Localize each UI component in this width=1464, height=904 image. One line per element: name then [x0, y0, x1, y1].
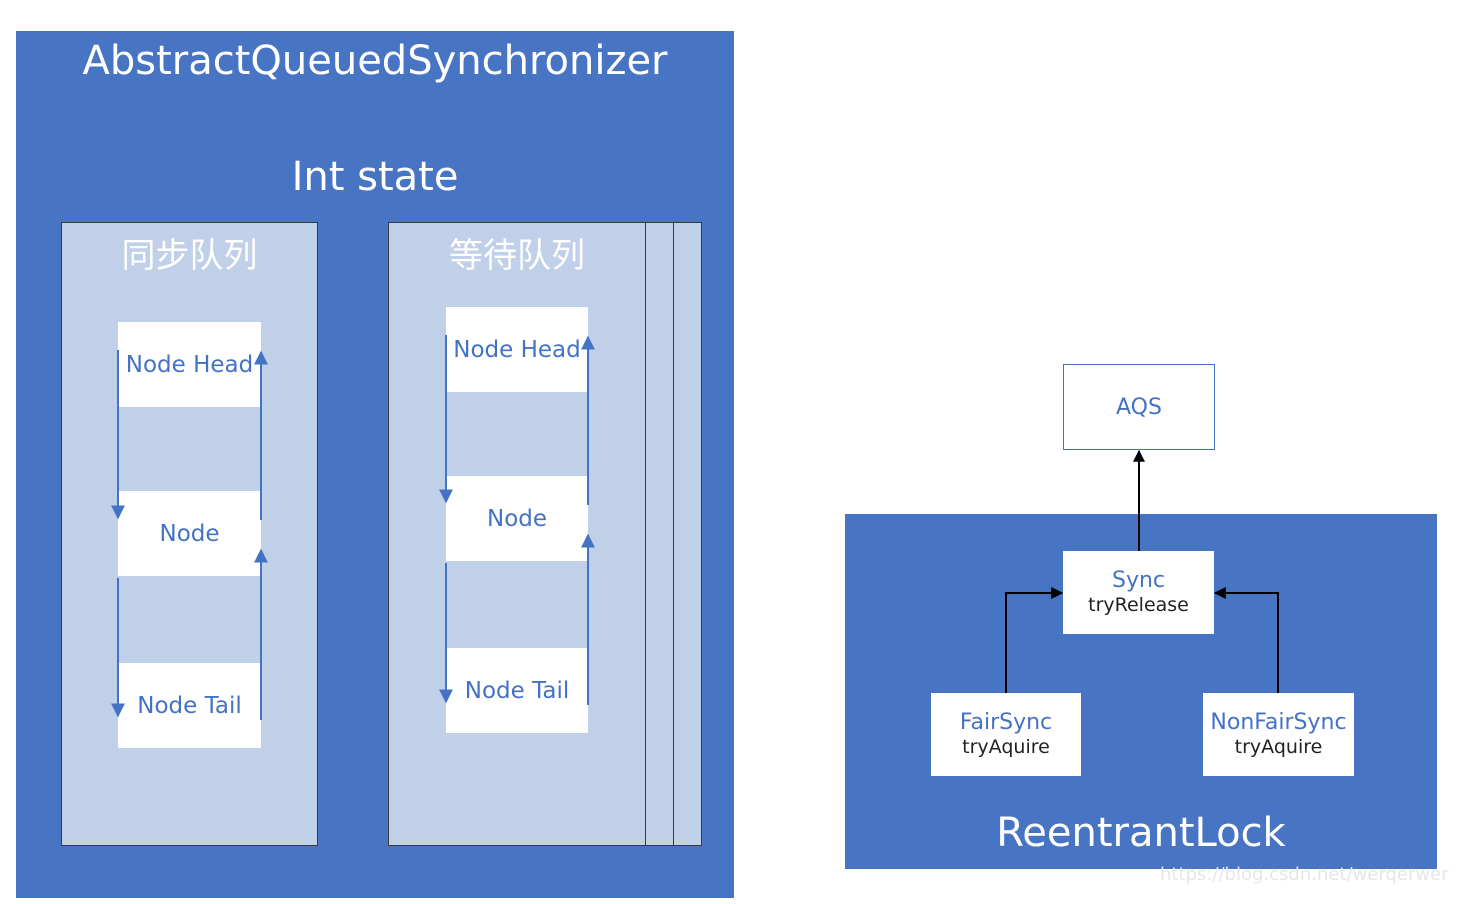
sync-class-method: tryRelease	[1088, 594, 1189, 617]
wait-queue-node: Node	[446, 476, 588, 561]
fair-sync-class-method: tryAquire	[962, 736, 1050, 759]
aqs-class-box: AQS	[1063, 364, 1215, 450]
sync-queue-title: 同步队列	[121, 236, 258, 276]
sync-class-name: Sync	[1111, 567, 1166, 593]
sync-queue-node: Node	[118, 491, 261, 576]
aqs-title: AbstractQueuedSynchronizer	[82, 38, 668, 84]
sync-class-box: Sync tryRelease	[1063, 551, 1214, 634]
fair-sync-class-box: FairSync tryAquire	[931, 693, 1081, 776]
nonfair-sync-class-box: NonFairSync tryAquire	[1203, 693, 1354, 776]
watermark: https://blog.csdn.net/werqerwer	[1160, 864, 1449, 885]
aqs-class-label: AQS	[1116, 394, 1162, 420]
sync-queue-node-head: Node Head	[118, 322, 261, 407]
wait-queue-node-tail: Node Tail	[446, 648, 588, 733]
reentrant-lock-label: ReentrantLock	[996, 810, 1286, 856]
sync-queue-node-tail: Node Tail	[118, 663, 261, 748]
nonfair-sync-class-method: tryAquire	[1234, 736, 1323, 759]
nonfair-sync-class-name: NonFairSync	[1210, 709, 1347, 735]
state-label: Int state	[291, 154, 459, 200]
fair-sync-class-name: FairSync	[959, 709, 1053, 735]
wait-queue-title: 等待队列	[449, 236, 585, 276]
wait-queue-node-head: Node Head	[446, 307, 588, 392]
